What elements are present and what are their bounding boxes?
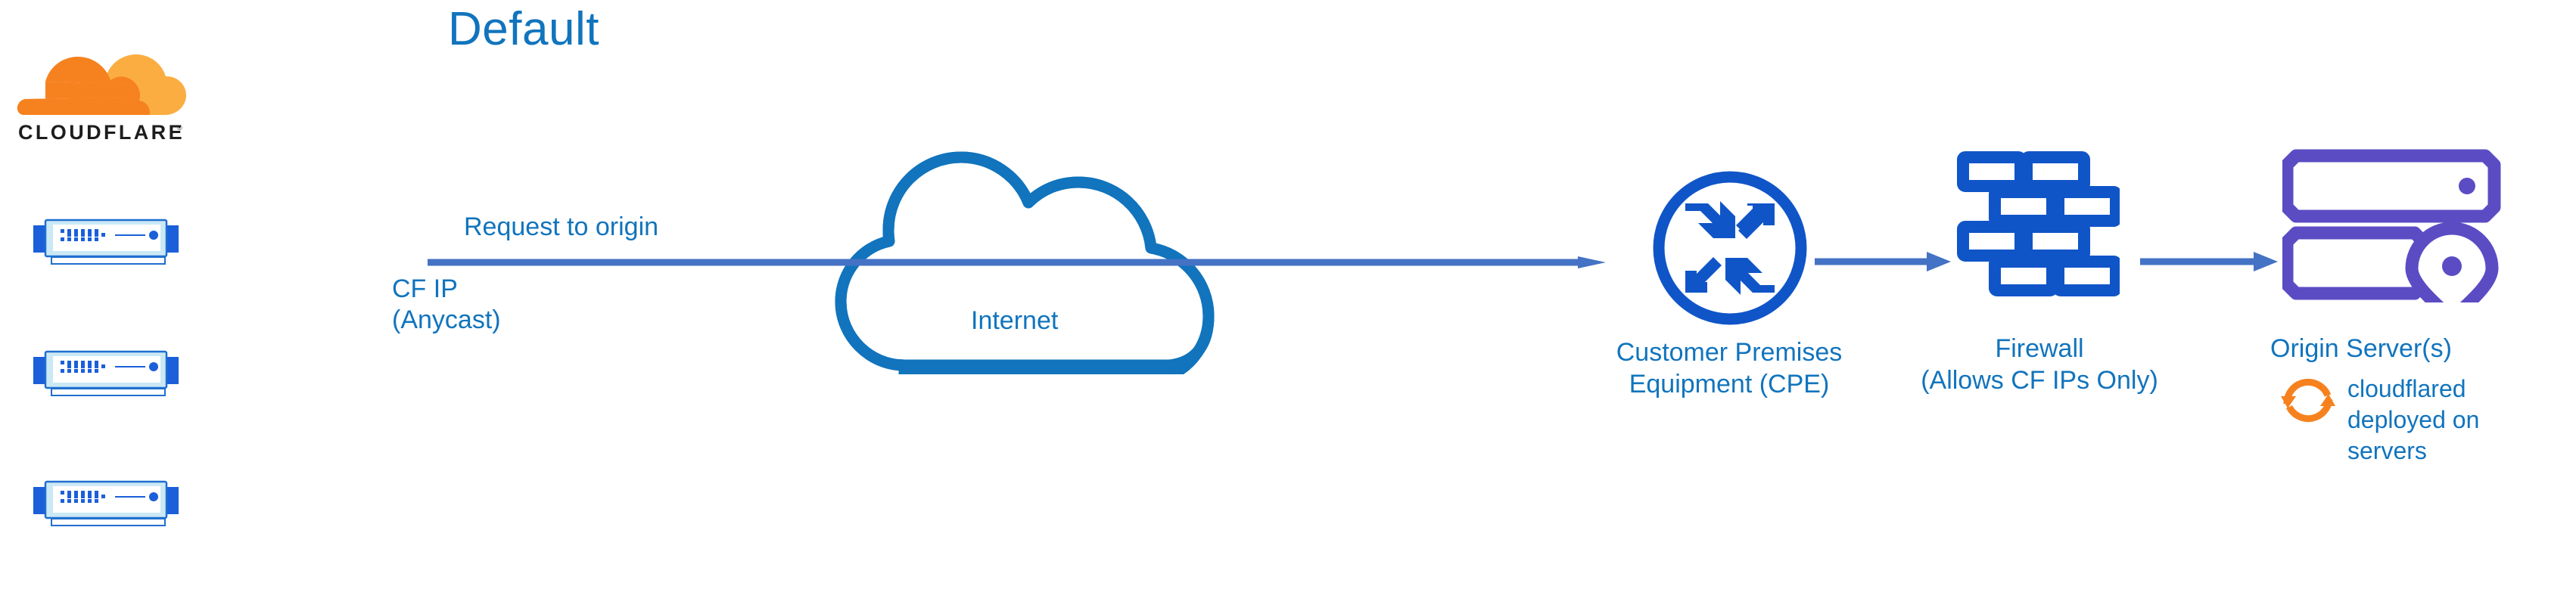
cpe-label: Customer Premises Equipment (CPE) [1616,338,1843,398]
firewall-to-origin-arrow [2140,250,2278,274]
firewall-label: Firewall (Allows CF IPs Only) [1921,334,2158,395]
sync-arrows-icon [2278,371,2338,431]
cloudflare-server-2 [30,348,182,398]
svg-text:CLOUDFLARE: CLOUDFLARE [18,121,185,144]
internet-label: Internet [971,306,1059,335]
cloudflared-label: cloudflared deployed on servers [2347,375,2480,464]
server-rack-pin-icon [2280,148,2502,326]
cloudflare-logo-icon [15,45,189,132]
cloudflare-server-1 [30,216,182,266]
cf-ip-anycast-label: CF IP (Anycast) [392,274,501,334]
brick-wall-icon [1957,151,2122,306]
origin-server-label: Origin Server(s) [2270,334,2452,363]
request-to-origin-label: Request to origin [464,212,659,241]
cloudflare-wordmark: CLOUDFLARE ® [18,119,185,145]
cpe-to-firewall-arrow [1815,250,1951,274]
svg-text:®: ® [177,124,182,132]
router-icon [1650,168,1810,328]
page-title: Default [448,3,599,55]
cloudflare-server-3 [30,478,182,528]
request-flow-arrow [428,256,1606,268]
internet-cloud-icon [821,110,1286,382]
